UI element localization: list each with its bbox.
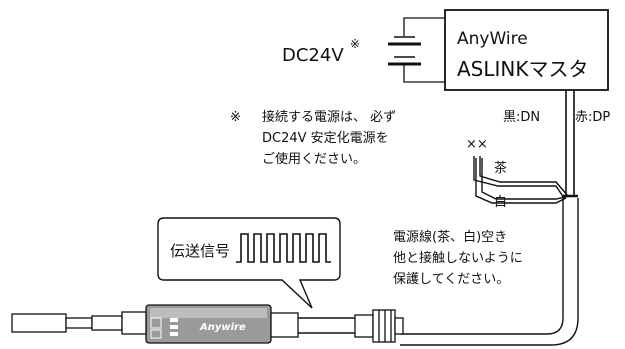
power-mark: ※: [350, 37, 360, 51]
wire-label-red-dp: 赤:DP: [575, 110, 610, 125]
remote-device: Anywire: [145, 304, 299, 344]
main-cable: [298, 198, 579, 346]
caution-line3: 保護してください。: [393, 271, 509, 287]
power-supply-symbol: [388, 17, 445, 83]
wire-label-black-dn: 黒:DN: [503, 110, 540, 125]
signal-callout: 伝送信号: [157, 217, 341, 309]
master-line2: ASLINKマスタ: [457, 57, 589, 81]
aslink-master-box: AnyWire ASLINKマスタ: [444, 9, 609, 91]
device-brand: Anywire: [199, 322, 246, 333]
note-line2: DC24V 安定化電源を: [262, 131, 389, 146]
note-mark: ※: [230, 110, 241, 125]
power-label: DC24V: [282, 45, 344, 66]
caution-note: 電源線(茶、白)空き 他と接触しないように 保護してください。: [393, 229, 523, 287]
sensor-probe: [11, 311, 147, 335]
signal-wires: [562, 90, 578, 198]
note-line3: ご使用ください。: [262, 151, 366, 167]
callout-label: 伝送信号: [170, 242, 230, 260]
note-line1: 接続する電源は、 必ず: [262, 109, 396, 125]
power-wires: [473, 156, 571, 204]
pulse-waveform: [236, 233, 331, 263]
wire-label-white: 白: [494, 194, 507, 210]
caution-line1: 電源線(茶、白)空き: [393, 229, 507, 245]
connector: [354, 309, 404, 343]
wire-cut-mark: ××: [466, 137, 488, 152]
master-line1: AnyWire: [457, 29, 528, 49]
caution-line2: 他と接触しないように: [393, 250, 523, 266]
power-note: ※ 接続する電源は、 必ず DC24V 安定化電源を ご使用ください。: [230, 109, 396, 167]
wire-label-brown: 茶: [494, 160, 507, 176]
